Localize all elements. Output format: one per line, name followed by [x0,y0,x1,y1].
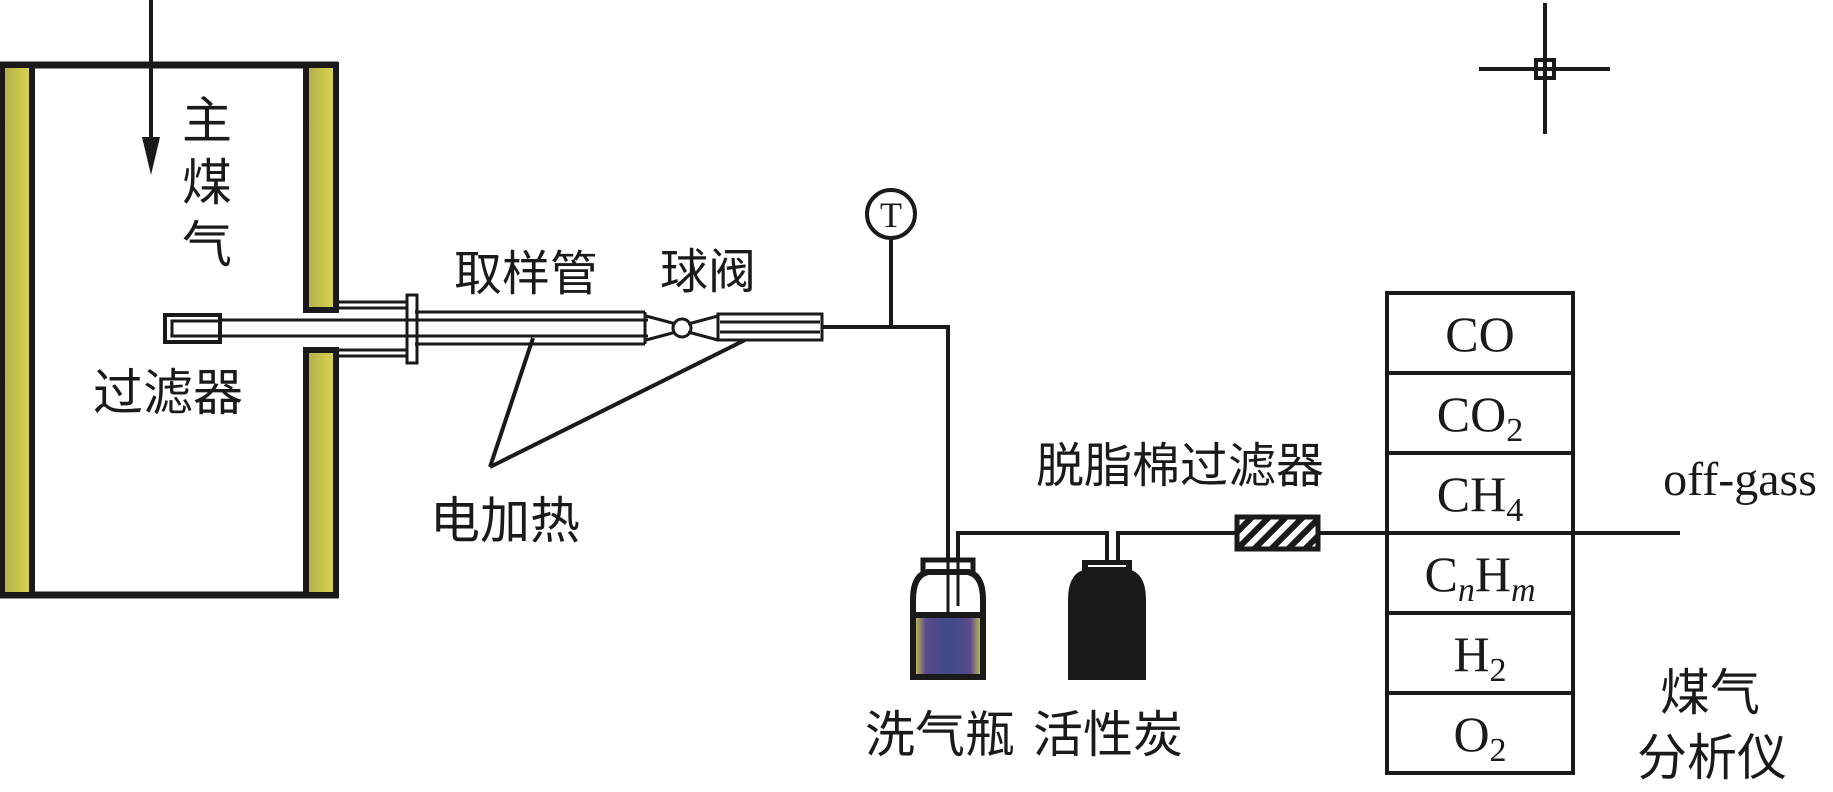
arrow-down-icon [142,0,160,175]
cotton-filter [1234,514,1321,552]
activated-carbon-bottle [1068,560,1146,680]
electric-heating-leaders [488,337,746,469]
wash-bottle [910,557,986,680]
analyzer-cell-5: O2 [1453,706,1506,769]
analyzer-cell-3: CnHm [1424,546,1535,609]
main-gas-label-3: 气 [182,216,232,274]
sampling-tube-label: 取样管 [454,246,598,302]
activated-carbon-label: 活性炭 [1033,706,1183,764]
left-wall-insulation [0,62,35,598]
ball-valve [645,314,719,342]
crosshair-icon[interactable] [1479,3,1610,134]
main-gas-label-1: 主 [182,92,232,150]
thermometer: T [865,188,917,327]
ball-valve-label: 球阀 [660,244,756,300]
analyzer-cell-1: CO2 [1437,386,1523,449]
thermometer-label: T [880,195,902,235]
analyzer-cell-0: CO [1445,306,1514,362]
right-wall-insulation-lower [303,347,339,598]
wash-liquid [910,612,986,680]
off-gas-label: off-gass [1663,453,1817,506]
heated-tube-segment [716,312,824,342]
gas-chamber [0,61,339,599]
analyzer-cell-2: CH4 [1437,466,1523,529]
main-gas-label-2: 煤 [182,154,232,212]
analyzer-label-1: 煤气 [1660,664,1760,722]
filter-label: 过滤器 [93,364,243,422]
analyzer-cell-4: H2 [1453,626,1506,689]
wash-bottle-label: 洗气瓶 [865,706,1015,764]
analyzer-label-2: 分析仪 [1637,729,1787,787]
sampling-tube [220,293,648,365]
right-wall-insulation-upper [303,62,339,313]
electric-heating-label: 电加热 [430,492,580,550]
filter-head [163,313,222,344]
cotton-filter-label: 脱脂棉过滤器 [1036,438,1324,494]
